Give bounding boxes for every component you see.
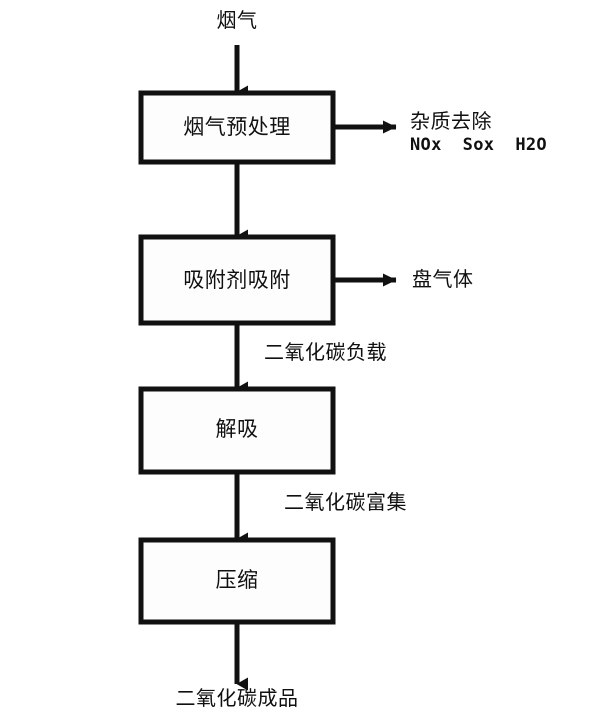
side-output-label-lean-gas: 盘气体 xyxy=(412,269,474,291)
process-box-desorption[interactable] xyxy=(138,386,336,475)
stream-label-co2-loaded: 二氧化碳负载 xyxy=(264,342,387,364)
side-output-sublabel-impurity-species: NOx Sox H2O xyxy=(410,135,547,155)
process-box-adsorption[interactable] xyxy=(138,234,336,326)
process-label-compression: 压缩 xyxy=(215,569,259,592)
side-output-label-impurity-removal: 杂质去除 xyxy=(410,111,492,133)
process-label-adsorption: 吸附剂吸附 xyxy=(183,269,291,292)
inlet-label: 烟气 xyxy=(216,10,258,32)
stream-label-co2-enriched: 二氧化碳富集 xyxy=(284,492,407,514)
process-label-desorption: 解吸 xyxy=(215,418,259,441)
outlet-label: 二氧化碳成品 xyxy=(175,688,299,710)
process-label-pretreatment: 烟气预处理 xyxy=(183,116,291,139)
